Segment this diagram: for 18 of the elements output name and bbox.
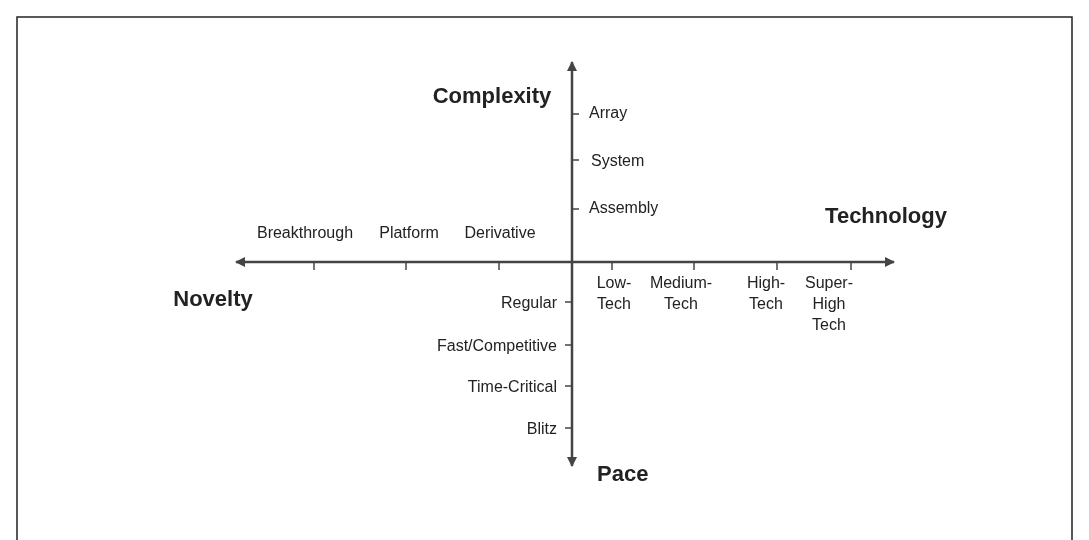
tick-label: System <box>591 150 645 171</box>
axis-title: Novelty <box>173 286 253 312</box>
tick-label: Platform <box>379 222 439 243</box>
tick-label: Breakthrough <box>256 222 354 243</box>
axis-title: Technology <box>825 203 947 229</box>
tick-label: Low-Tech <box>595 273 633 314</box>
tick-label: Fast/Competitive <box>436 335 557 356</box>
axis-title: Pace <box>597 461 649 487</box>
tick-label: Super-High Tech <box>804 273 854 335</box>
tick-label: High-Tech <box>745 273 787 314</box>
tick-label: Array <box>589 102 628 123</box>
tick-label: Time-Critical <box>467 376 557 397</box>
tick-label: Derivative <box>464 222 536 243</box>
tick-label: Blitz <box>526 418 557 439</box>
axis-title: Complexity <box>432 83 552 109</box>
tick-label: Regular <box>500 292 557 313</box>
tick-label: Assembly <box>589 197 659 218</box>
tick-label: Medium-Tech <box>648 273 714 314</box>
